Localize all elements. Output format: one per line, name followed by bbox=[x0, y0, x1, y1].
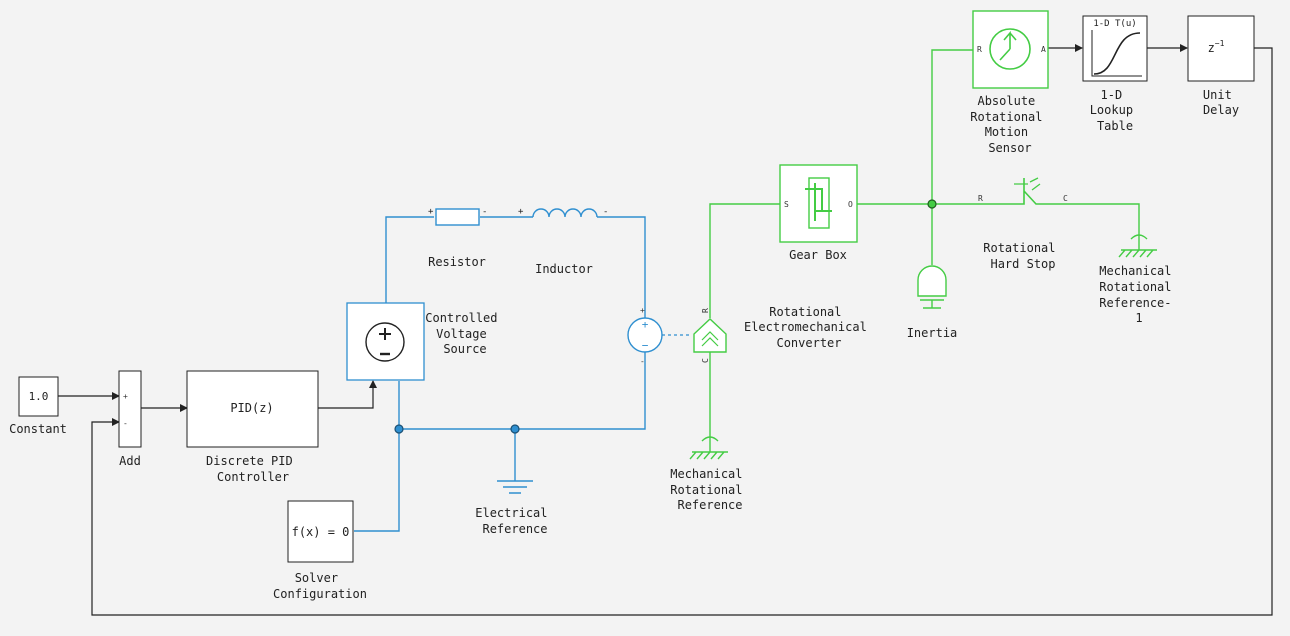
line-hardstop-to-mechref1[interactable] bbox=[1044, 203, 1140, 234]
resistor-icon bbox=[435, 208, 480, 226]
constant-label: Constant bbox=[9, 422, 67, 436]
svg-text:+: + bbox=[642, 318, 649, 331]
pid-text: PID(z) bbox=[230, 401, 273, 415]
lookup-curve-icon bbox=[1093, 32, 1141, 75]
line-to-sensor[interactable] bbox=[931, 49, 973, 204]
inductor-block[interactable]: + - bbox=[518, 207, 608, 218]
pid-label: Discrete PID Controller bbox=[206, 454, 300, 484]
rotational-electromechanical-converter-block[interactable]: + − + - R C bbox=[627, 306, 727, 366]
solver-text: f(x) = 0 bbox=[292, 525, 350, 539]
constant-value: 1.0 bbox=[29, 390, 49, 403]
hard-stop-icon bbox=[1016, 178, 1044, 205]
line-bottom-bus[interactable] bbox=[398, 352, 646, 430]
svg-text:-: - bbox=[603, 207, 608, 217]
gearbox-icon bbox=[808, 177, 830, 229]
line-inductor-to-rem[interactable] bbox=[597, 216, 646, 318]
svg-text:+: + bbox=[640, 306, 645, 315]
sensor-port-a: A bbox=[1041, 45, 1046, 54]
elec-ref-label: Electrical Reference bbox=[475, 506, 554, 536]
add-port-plus: + bbox=[123, 392, 128, 401]
hardstop-label: Rotational Hard Stop bbox=[983, 241, 1062, 271]
absolute-rotational-motion-sensor-block[interactable]: R A bbox=[972, 10, 1049, 89]
rotational-hard-stop-block[interactable]: R C bbox=[978, 177, 1068, 205]
rem-port-c: C bbox=[701, 358, 710, 363]
add-port-minus: - bbox=[123, 419, 128, 428]
rem-conv-label: Rotational Electromechanical Converter bbox=[744, 305, 874, 350]
rem-port-r: R bbox=[701, 308, 710, 313]
inductor-label: Inductor bbox=[535, 262, 593, 276]
line-rem-to-gearbox[interactable] bbox=[709, 203, 780, 318]
gear-box-block[interactable]: S O bbox=[779, 164, 858, 243]
converter-icon bbox=[693, 318, 727, 353]
voltage-source-icon bbox=[365, 322, 405, 362]
constant-block[interactable]: 1.0 bbox=[18, 376, 59, 417]
controlled-voltage-source-block[interactable] bbox=[346, 302, 425, 381]
delay-text: z−1 bbox=[1208, 39, 1225, 55]
signal-lines bbox=[58, 44, 1273, 616]
inertia-block[interactable] bbox=[917, 265, 947, 309]
svg-text:-: - bbox=[482, 207, 487, 217]
solver-configuration-block[interactable]: f(x) = 0 bbox=[287, 500, 354, 563]
inertia-label: Inertia bbox=[907, 326, 958, 340]
add-label: Add bbox=[119, 454, 141, 468]
line-to-solver[interactable] bbox=[354, 429, 400, 532]
gearbox-port-o: O bbox=[848, 200, 853, 209]
mech-ground-icon bbox=[1118, 249, 1157, 258]
lookup-text: 1-D T(u) bbox=[1093, 19, 1136, 29]
line-feedback-to-add[interactable] bbox=[91, 47, 1273, 616]
svg-text:+: + bbox=[518, 207, 524, 217]
resistor-label: Resistor bbox=[428, 255, 486, 269]
add-block[interactable]: + - bbox=[118, 370, 142, 448]
ground-icon bbox=[497, 480, 533, 494]
solver-label: Solver Configuration bbox=[273, 571, 367, 601]
inductor-icon bbox=[532, 208, 598, 218]
mech-ground-icon bbox=[689, 451, 728, 460]
svg-text:-: - bbox=[640, 357, 645, 366]
delay-label: Unit Delay bbox=[1203, 88, 1239, 117]
svg-text:−: − bbox=[642, 339, 649, 352]
resistor-block[interactable]: + - bbox=[428, 207, 487, 226]
svg-text:+: + bbox=[428, 207, 434, 217]
mech-ref-label: Mechanical Rotational Reference bbox=[670, 467, 749, 512]
line-pid-to-cvs[interactable] bbox=[318, 380, 377, 409]
lookup-label: 1-D Lookup Table bbox=[1090, 88, 1141, 133]
branch-point bbox=[510, 424, 520, 434]
electrical-lines bbox=[354, 216, 692, 532]
unit-delay-block[interactable]: z−1 bbox=[1187, 15, 1255, 82]
branch-point bbox=[394, 424, 404, 434]
branch-point bbox=[927, 199, 937, 209]
mechanical-rotational-reference-block[interactable] bbox=[689, 436, 728, 460]
cvs-label: Controlled Voltage Source bbox=[425, 311, 504, 356]
lookup-axes-icon bbox=[1091, 30, 1142, 77]
gearbox-label: Gear Box bbox=[789, 248, 847, 262]
electrical-reference-block[interactable] bbox=[497, 480, 533, 494]
mech-ref1-label: Mechanical Rotational Reference- 1 bbox=[1099, 264, 1178, 325]
hardstop-port-c: C bbox=[1063, 194, 1068, 203]
pid-controller-block[interactable]: PID(z) bbox=[186, 370, 319, 448]
line-cvs-to-resistor[interactable] bbox=[385, 216, 434, 303]
sensor-port-r: R bbox=[977, 45, 982, 54]
sensor-label: Absolute Rotational Motion Sensor bbox=[970, 94, 1049, 155]
inertia-icon bbox=[917, 265, 947, 297]
hardstop-port-r: R bbox=[978, 194, 983, 203]
lookup-table-block[interactable]: 1-D T(u) bbox=[1082, 15, 1148, 82]
mechanical-lines bbox=[709, 49, 1140, 438]
current-source-icon bbox=[627, 317, 663, 353]
mechanical-rotational-reference-1-block[interactable] bbox=[1118, 234, 1157, 258]
gearbox-port-s: S bbox=[784, 200, 789, 209]
